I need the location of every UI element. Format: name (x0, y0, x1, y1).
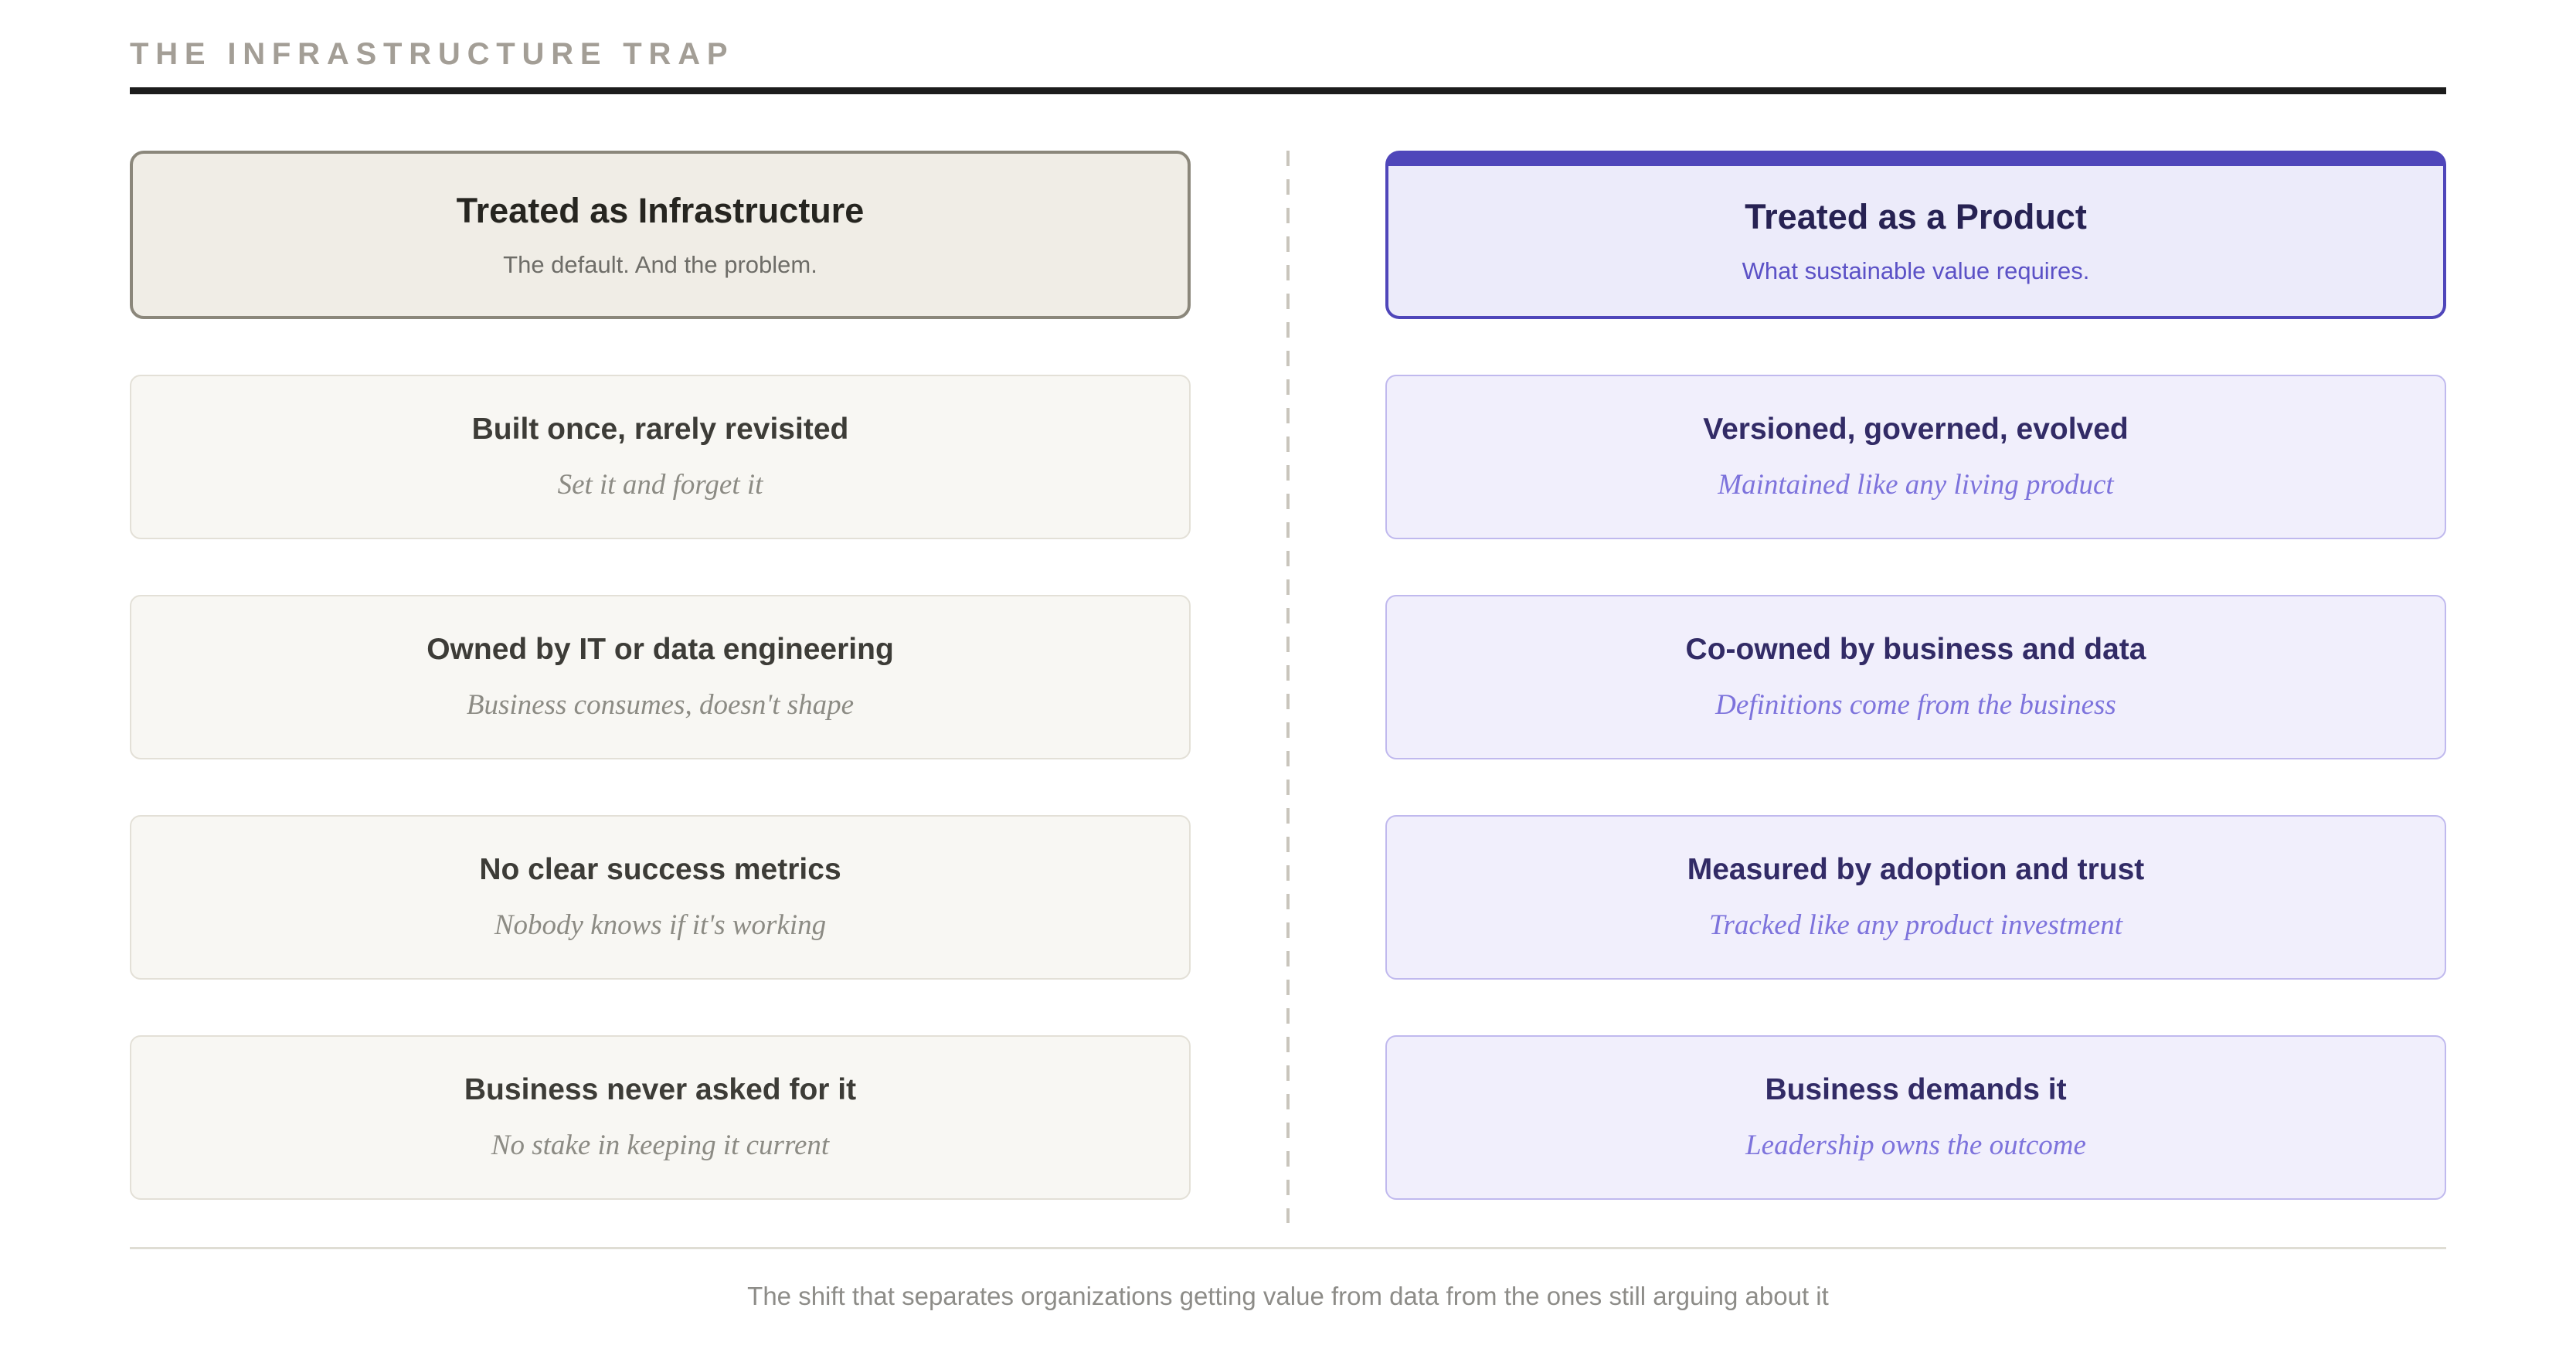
item-subtitle: Maintained like any living product (1718, 469, 2114, 501)
product-header-card: Treated as a Product What sustainable va… (1385, 151, 2446, 319)
product-item-card: Versioned, governed, evolved Maintained … (1385, 375, 2446, 539)
item-subtitle: No stake in keeping it current (491, 1129, 830, 1161)
item-title: No clear success metrics (479, 853, 841, 886)
infrastructure-header-card: Treated as Infrastructure The default. A… (130, 151, 1191, 319)
product-header-subtitle: What sustainable value requires. (1742, 257, 2090, 284)
item-subtitle: Leadership owns the outcome (1745, 1129, 2086, 1161)
infrastructure-header-title: Treated as Infrastructure (456, 191, 865, 230)
footer-divider-rule (130, 1247, 2446, 1249)
item-title: Owned by IT or data engineering (427, 633, 894, 666)
column-product: Treated as a Product What sustainable va… (1385, 151, 2446, 1200)
page-title: THE INFRASTRUCTURE TRAP (130, 37, 735, 71)
item-title: Measured by adoption and trust (1687, 853, 2145, 886)
item-subtitle: Business consumes, doesn't shape (466, 689, 855, 721)
product-item-card: Business demands it Leadership owns the … (1385, 1035, 2446, 1200)
item-title: Built once, rarely revisited (471, 413, 849, 446)
infrastructure-item-card: Built once, rarely revisited Set it and … (130, 375, 1191, 539)
page-footer: The shift that separates organizations g… (130, 1247, 2446, 1311)
column-divider (1191, 151, 1385, 1223)
infrastructure-item-card: Business never asked for it No stake in … (130, 1035, 1191, 1200)
item-subtitle: Nobody knows if it's working (494, 909, 827, 941)
item-title: Business never asked for it (464, 1073, 857, 1106)
dashed-vertical-line (1286, 151, 1290, 1223)
title-divider-rule (130, 87, 2446, 94)
column-infrastructure: Treated as Infrastructure The default. A… (130, 151, 1191, 1200)
product-header-title: Treated as a Product (1745, 197, 2087, 236)
item-subtitle: Definitions come from the business (1715, 689, 2116, 721)
comparison-grid: Treated as Infrastructure The default. A… (130, 151, 2446, 1223)
item-subtitle: Set it and forget it (557, 469, 763, 501)
infrastructure-header-subtitle: The default. And the problem. (503, 251, 817, 278)
product-item-card: Co-owned by business and data Definition… (1385, 595, 2446, 759)
item-title: Co-owned by business and data (1685, 633, 2146, 666)
product-item-card: Measured by adoption and trust Tracked l… (1385, 815, 2446, 980)
item-title: Versioned, governed, evolved (1703, 413, 2129, 446)
footer-caption: The shift that separates organizations g… (747, 1282, 1829, 1310)
item-subtitle: Tracked like any product investment (1709, 909, 2122, 941)
item-title: Business demands it (1765, 1073, 2067, 1106)
infrastructure-item-card: Owned by IT or data engineering Business… (130, 595, 1191, 759)
infrastructure-item-card: No clear success metrics Nobody knows if… (130, 815, 1191, 980)
page-header: THE INFRASTRUCTURE TRAP (130, 37, 2446, 94)
